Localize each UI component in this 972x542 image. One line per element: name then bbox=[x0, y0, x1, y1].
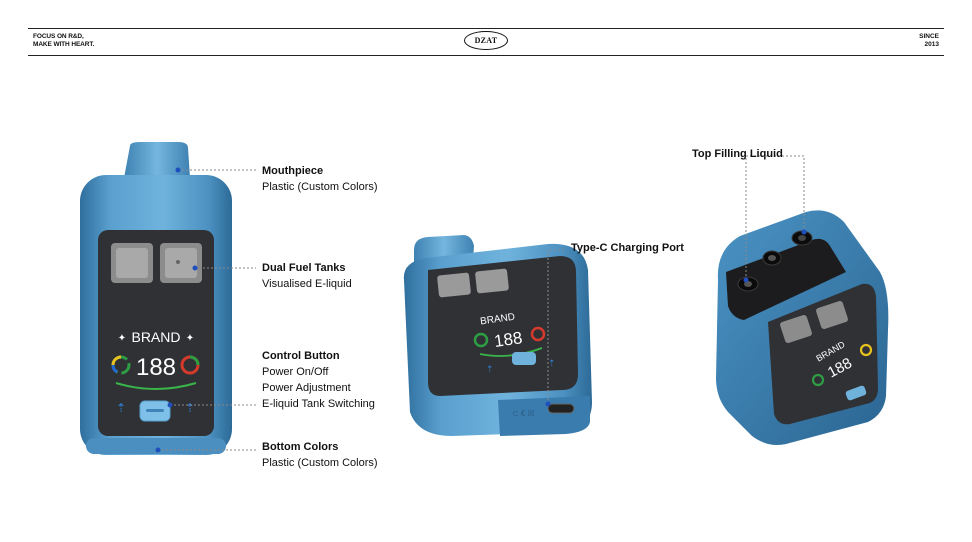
header-since: SINCE 2013 bbox=[919, 33, 939, 49]
front-display-digits: 188 bbox=[136, 354, 176, 381]
logo-text: DZAT bbox=[474, 36, 498, 45]
since-line2: 2013 bbox=[924, 41, 939, 48]
leader-dots bbox=[155, 167, 807, 453]
front-arc bbox=[115, 382, 197, 390]
brand-logo[interactable]: DZAT bbox=[464, 31, 508, 50]
header-rule-bottom bbox=[28, 55, 944, 56]
front-brand-text: BRAND bbox=[131, 329, 180, 345]
control-title: Control Button bbox=[262, 350, 340, 362]
angled-brand-text: BRAND bbox=[480, 312, 516, 328]
svg-text:⇡: ⇡ bbox=[548, 358, 556, 368]
svg-text:⇡: ⇡ bbox=[185, 401, 195, 415]
front-bottom-cap bbox=[86, 438, 226, 454]
callout-tanks: Dual Fuel Tanks Visualised E-liquid bbox=[262, 260, 352, 292]
angled-typec-port bbox=[547, 403, 575, 414]
svg-text:⇡: ⇡ bbox=[116, 401, 126, 415]
control-desc-2: Power Adjustment bbox=[262, 382, 351, 394]
top-control-button bbox=[845, 385, 867, 401]
callout-typec: Type-C Charging Port bbox=[571, 242, 684, 254]
callout-control: Control Button Power On/Off Power Adjust… bbox=[262, 348, 375, 412]
tanks-title: Dual Fuel Tanks bbox=[262, 262, 346, 274]
bottom-desc: Plastic (Custom Colors) bbox=[262, 457, 378, 469]
top-face bbox=[726, 238, 846, 320]
tanks-desc: Visualised E-liquid bbox=[262, 278, 352, 290]
angled-control-button bbox=[512, 352, 536, 365]
svg-text:⊂ € ☒: ⊂ € ☒ bbox=[512, 409, 535, 418]
device-top: BRAND 188 bbox=[716, 210, 889, 445]
svg-text:⇡: ⇡ bbox=[486, 364, 494, 374]
header-tagline: FOCUS ON R&D, MAKE WITH HEART. bbox=[33, 33, 94, 49]
callout-bottom: Bottom Colors Plastic (Custom Colors) bbox=[262, 439, 378, 471]
device-angled: BRAND 188 ⇡ ⇡ ⊂ € ☒ bbox=[403, 235, 592, 436]
svg-text:✦: ✦ bbox=[186, 333, 194, 344]
mouthpiece-desc: Plastic (Custom Colors) bbox=[262, 181, 378, 193]
front-mouthpiece bbox=[124, 142, 190, 178]
since-line1: SINCE bbox=[919, 33, 939, 40]
control-desc-1: Power On/Off bbox=[262, 366, 329, 378]
mouthpiece-title: Mouthpiece bbox=[262, 165, 324, 177]
bottom-title: Bottom Colors bbox=[262, 441, 339, 453]
leader-lines bbox=[158, 155, 805, 451]
header-rule-top bbox=[28, 28, 944, 29]
angled-display-digits: 188 bbox=[493, 328, 524, 351]
svg-text:✦: ✦ bbox=[118, 333, 126, 344]
control-desc-3: E-liquid Tank Switching bbox=[262, 398, 375, 410]
tagline-line2: MAKE WITH HEART. bbox=[33, 41, 95, 48]
callout-topfill: Top Filling Liquid bbox=[692, 148, 783, 160]
device-front: BRAND ✦ ✦ 188 ⇡ ⇡ bbox=[80, 142, 232, 455]
tagline-line1: FOCUS ON R&D, bbox=[33, 33, 84, 40]
callout-mouthpiece: Mouthpiece Plastic (Custom Colors) bbox=[262, 163, 378, 195]
